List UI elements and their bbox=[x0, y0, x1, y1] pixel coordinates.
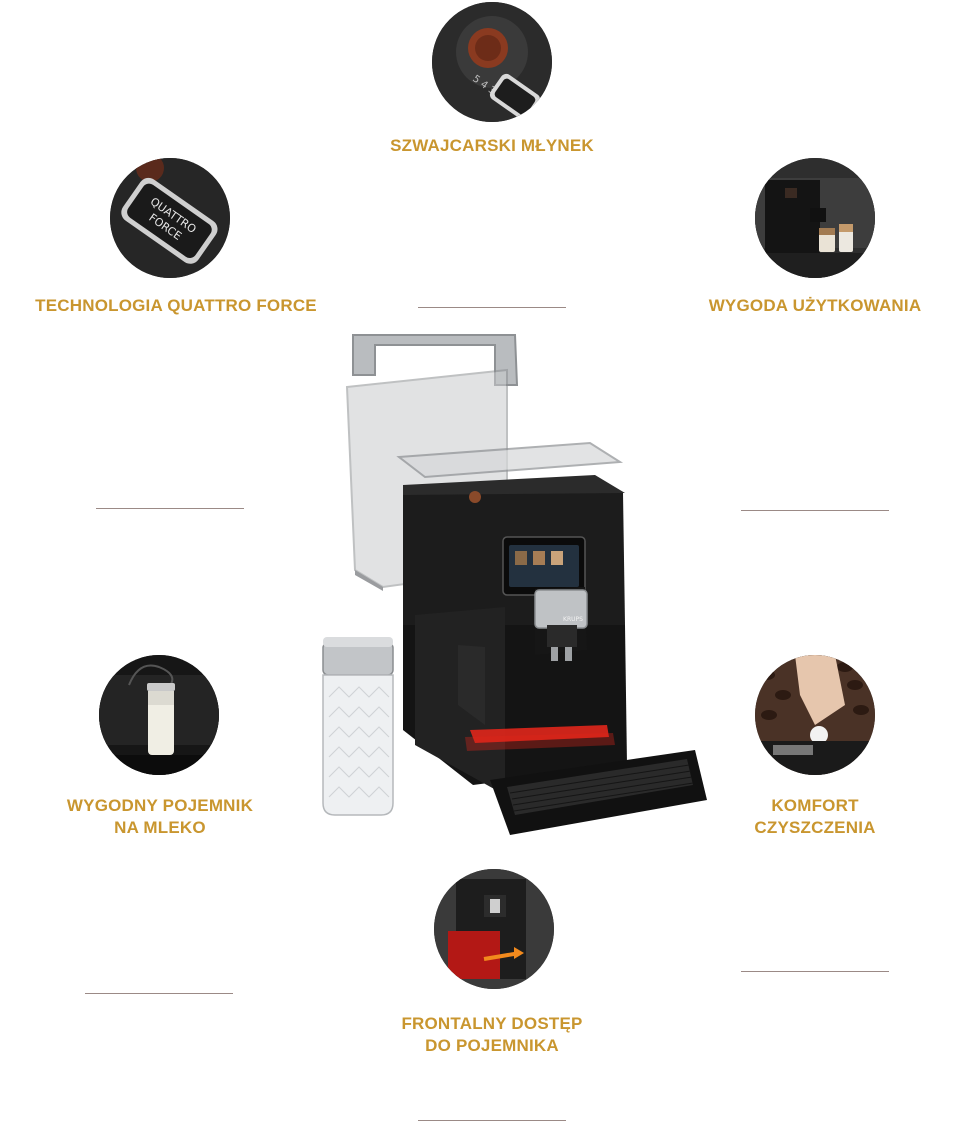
cleaning-tablet-icon bbox=[755, 655, 875, 775]
feature-label-line1: FRONTALNY DOSTĘP bbox=[401, 1014, 583, 1033]
burr-grinder-icon: 5 4 3 2 1 bbox=[432, 2, 552, 122]
feature-label: TECHNOLOGIA QUATTRO FORCE bbox=[35, 296, 317, 315]
feature-label-line2: CZYSZCZENIA bbox=[754, 818, 876, 837]
feature-label: SZWAJCARSKI MŁYNEK bbox=[390, 136, 594, 155]
quattro-force-badge-icon: QUATTRO FORCE bbox=[110, 158, 230, 278]
coffee-machine-cups-icon bbox=[755, 158, 875, 278]
feature-label-line2: DO POJEMNIKA bbox=[425, 1036, 559, 1055]
machine-body: KRUPS bbox=[403, 475, 707, 835]
milk-container-illustration bbox=[322, 637, 394, 816]
feature-label: WYGODA UŻYTKOWANIA bbox=[708, 296, 922, 315]
front-drawer-icon bbox=[434, 869, 554, 989]
feature-label-line2: NA MLEKO bbox=[114, 818, 206, 837]
coffee-machine-illustration: KRUPS bbox=[295, 325, 715, 835]
divider-rule bbox=[418, 1120, 566, 1121]
product-brand: KRUPS bbox=[563, 616, 583, 623]
divider-rule bbox=[96, 508, 244, 509]
milk-container-icon bbox=[99, 655, 219, 775]
divider-rule bbox=[741, 971, 889, 972]
divider-rule bbox=[418, 307, 566, 308]
divider-rule bbox=[85, 993, 233, 994]
feature-label-line1: KOMFORT bbox=[771, 796, 859, 815]
feature-label-line1: WYGODNY POJEMNIK bbox=[66, 796, 254, 815]
divider-rule bbox=[741, 510, 889, 511]
